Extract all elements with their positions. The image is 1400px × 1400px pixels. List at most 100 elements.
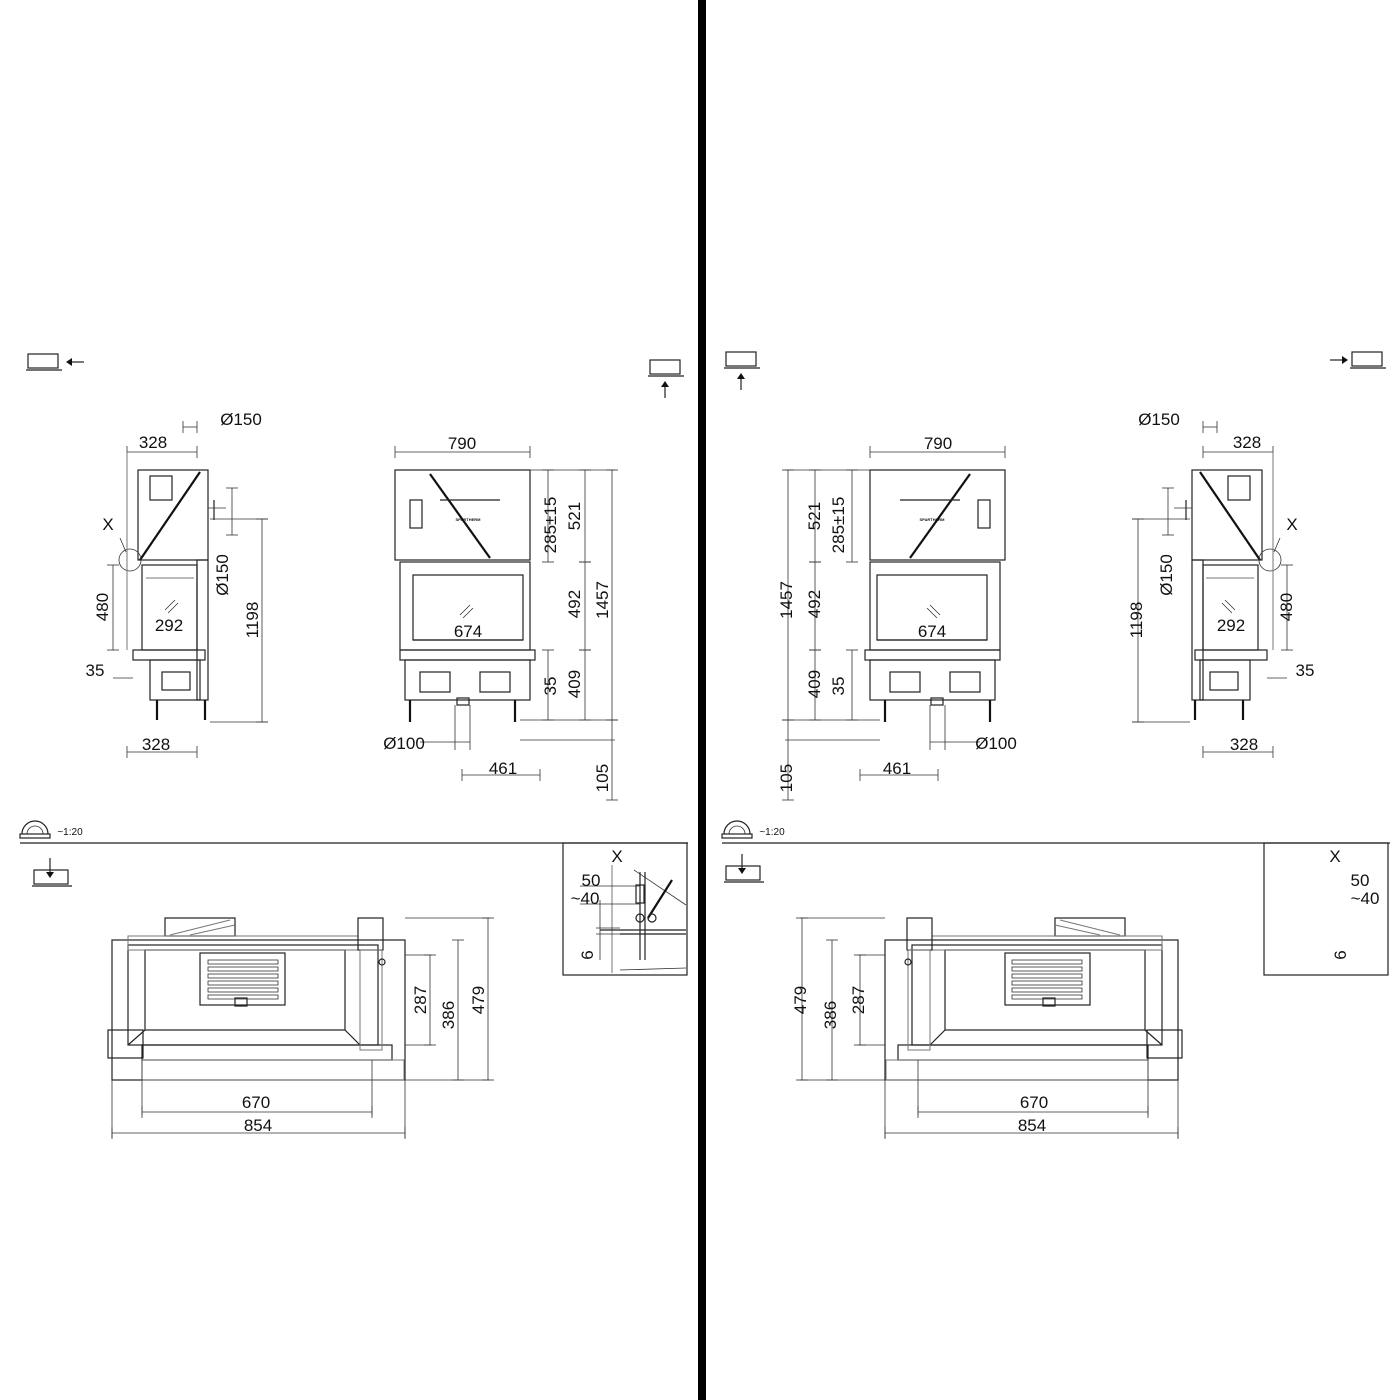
side-view-d-top-label: Ø150 (1138, 410, 1180, 429)
protractor-icon (21, 820, 49, 835)
detail-title-label: X (1329, 847, 1340, 866)
glass-mark (462, 607, 474, 619)
front-view-icon-box (725, 351, 757, 367)
detail-d6-label: 6 (578, 950, 597, 959)
side-base (1194, 649, 1268, 661)
plan-view-h479-label: 479 (469, 986, 488, 1014)
glass-mark (459, 604, 471, 616)
glass-mark (164, 599, 176, 611)
plan-hearth (141, 1059, 405, 1081)
side-view-right-icon-box (1351, 351, 1383, 367)
front-view-h1457-label: 1457 (777, 581, 796, 619)
side-view-x-mark-label: X (1286, 515, 1297, 534)
pivot (635, 913, 645, 923)
detail-x-circle (1258, 548, 1282, 572)
detail-d40-label: ~40 (1351, 889, 1380, 908)
right-plan-view (796, 917, 1183, 1139)
leader-line (1273, 537, 1281, 553)
front-view-h35-label: 35 (541, 677, 560, 696)
grill-handle (234, 997, 248, 1007)
side-view-right-icon-arrowhead (1342, 356, 1348, 364)
plan-top-insulation (127, 935, 359, 951)
hatch (1059, 919, 1121, 936)
air-inlet (930, 697, 944, 706)
ruler-icon (721, 833, 753, 839)
front-upper-casing (394, 469, 531, 561)
grill-bar (1011, 994, 1083, 1000)
plan-view-icon-arrowhead (738, 868, 746, 874)
left-plan-view (107, 917, 494, 1139)
grill-bar (1011, 973, 1083, 979)
plan-firebox (144, 949, 346, 1031)
front-view-h285-label: 285±15 (829, 497, 848, 554)
bolt (904, 958, 912, 966)
detail-d50-label: 50 (582, 871, 601, 890)
lower-vent (419, 671, 451, 693)
front-lower-frame (869, 659, 996, 701)
plan-view-h287-label: 287 (849, 986, 868, 1014)
plan-view-icon-arrowhead (46, 872, 54, 878)
side-view-h1198-label: 1198 (243, 602, 262, 639)
front-upper-casing (869, 469, 1006, 561)
plan-firebox (944, 949, 1146, 1031)
detail-x-drawing (580, 865, 687, 973)
front-view-h492-label: 492 (805, 590, 824, 618)
front-lower-frame (404, 659, 531, 701)
grill-bar (1011, 980, 1083, 986)
side-view-h480-label: 480 (1277, 593, 1296, 621)
flue-connector (149, 475, 173, 501)
front-view-h105-label: 105 (593, 764, 612, 792)
detail-x-circle (118, 548, 142, 572)
flue-connector (1227, 475, 1251, 501)
side-view-h1198-label: 1198 (1127, 602, 1146, 639)
protractor-icon (723, 820, 751, 835)
dash-line (633, 869, 687, 906)
front-view-w674-label: 674 (918, 622, 946, 641)
left-panel-geometry (107, 421, 618, 801)
side-view-h35-label: 35 (1296, 661, 1315, 680)
corner-post (107, 1029, 144, 1059)
corner-line (127, 1029, 146, 1046)
hatch (169, 919, 231, 936)
corner-line (929, 1029, 946, 1046)
ash-drawer (1209, 671, 1239, 691)
front-view-w461-label: 461 (489, 759, 517, 778)
front-view-icon-arrowhead (737, 373, 745, 379)
front-view-h35-label: 35 (829, 677, 848, 696)
plan-front-glass (897, 1044, 1149, 1061)
side-view-left-icon-arrowhead (66, 358, 72, 366)
side-glass (907, 949, 931, 1051)
corner-line (1144, 1029, 1163, 1046)
corner-line (344, 1029, 361, 1046)
front-view-h492-label: 492 (565, 590, 584, 618)
hatch (189, 924, 236, 936)
side-bracket (977, 499, 991, 529)
side-view-d-side-label: Ø150 (213, 554, 232, 596)
side-view-w-bottom-label: 328 (1230, 735, 1258, 754)
front-view-h521-label: 521 (805, 502, 824, 530)
side-view-x-mark-label: X (102, 515, 113, 534)
right-panel-geometry (782, 421, 1293, 801)
front-view-h409-label: 409 (565, 670, 584, 698)
side-view-w-top-label: 328 (1233, 433, 1261, 452)
lower-vent (479, 671, 511, 693)
side-view-h480-label: 480 (93, 593, 112, 621)
front-view-w790-label: 790 (924, 434, 952, 453)
front-view-h1457-label: 1457 (593, 581, 612, 619)
side-panel (1191, 559, 1204, 701)
plan-view-icon-box (33, 869, 69, 885)
side-glass (359, 949, 383, 1051)
front-base (864, 649, 1001, 661)
corner-post (1146, 1029, 1183, 1059)
detail-title-label: X (611, 847, 622, 866)
grill-bar (207, 959, 279, 965)
plan-view-icon-box (725, 865, 761, 881)
side-view-w-top-label: 328 (139, 433, 167, 452)
plan-outer (111, 939, 406, 1081)
dash-line (619, 967, 687, 971)
support-strut (1199, 471, 1261, 561)
grill-bar (207, 980, 279, 986)
plan-view-h386-label: 386 (439, 1001, 458, 1029)
